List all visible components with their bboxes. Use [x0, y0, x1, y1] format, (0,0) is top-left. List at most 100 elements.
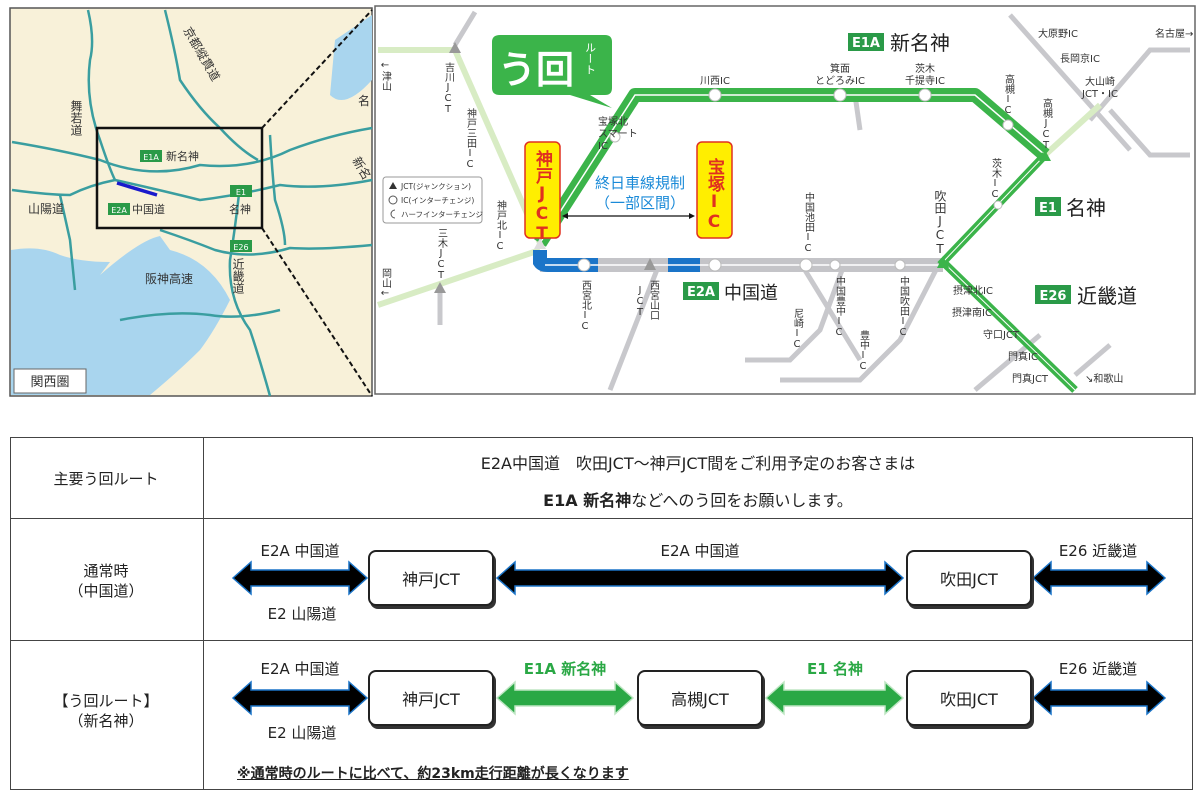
- route-name-e2a: 中国道: [724, 283, 778, 304]
- jct-box: 神戸JCT: [368, 550, 494, 606]
- detour-badge-main: う回: [498, 48, 574, 92]
- detour-badge-sub: ルート: [584, 42, 597, 75]
- highlight-label: 神戸JCT: [532, 149, 553, 244]
- place-label: 西宮山口: [648, 280, 660, 320]
- place-label: 大原野IC: [1038, 27, 1078, 40]
- place-label: とどろみIC: [815, 75, 865, 87]
- place-label: 神戸三田IC: [465, 107, 477, 170]
- route-name-e1a: 新名神: [890, 31, 950, 55]
- restriction-label: 終日車線規制: [595, 174, 685, 192]
- badge-label: 新名神: [166, 149, 199, 163]
- jct-box: 吹田JCT: [906, 550, 1032, 606]
- badge-label: 中国道: [132, 202, 165, 216]
- jct-box: 吹田JCT: [906, 670, 1032, 726]
- arrow-e2a-e2: [231, 560, 369, 596]
- place-label: 中国池田IC: [803, 191, 815, 254]
- interchange-icons: [577, 88, 1014, 272]
- road-label: E2A 中国道: [660, 542, 740, 560]
- road-label: E2A 中国道: [260, 542, 340, 560]
- highlight-label: 宝塚IC: [704, 157, 725, 232]
- header-label: 主要う回ルート: [53, 470, 159, 488]
- sea: [11, 236, 230, 395]
- place-label: 高槻IC: [1003, 73, 1015, 116]
- arrow-e1-meishin: [764, 680, 905, 716]
- lake: [330, 15, 372, 100]
- place-labels: ←津山 吉川JCT 神戸三田IC 宝塚北 スマート IC 神戸北IC 三木JCT…: [380, 27, 1194, 385]
- road-label: E26 近畿道: [1058, 542, 1138, 560]
- badge-e26: E26: [233, 243, 248, 252]
- road-label: 近畿道: [231, 258, 245, 294]
- route-code-e26: E26: [1040, 289, 1067, 304]
- arrow-e2a-e2: [231, 680, 369, 716]
- road-label: 山陽道: [28, 202, 64, 216]
- zoom-leader-line: [261, 9, 373, 129]
- legend-item: ハーフインターチェンジ: [401, 210, 484, 219]
- jct-icon: [389, 182, 397, 189]
- route-code-e2a: E2A: [687, 285, 715, 300]
- ic-icon: [388, 195, 398, 205]
- place-label: 茨木IC: [990, 157, 1002, 200]
- road-label: E26 近畿道: [1058, 660, 1138, 678]
- route-code-e1: E1: [1039, 201, 1057, 216]
- place-label: 摂津北IC: [953, 284, 993, 297]
- place-label: 三木JCT: [436, 228, 448, 281]
- arrow-e26: [1031, 680, 1167, 716]
- row-label-normal: 通常時: [83, 562, 129, 580]
- jct-box: 神戸JCT: [368, 670, 494, 726]
- badge-e1: E1: [236, 188, 246, 197]
- row-label-detour: 【う回ルート】: [53, 692, 159, 710]
- header-message-rest: などへのう回をお願いします。: [631, 491, 853, 510]
- place-label: 門真JCT: [1012, 372, 1049, 385]
- jct-icons: [434, 42, 1051, 293]
- place-label: 箕面: [830, 62, 850, 75]
- row-divider: [10, 518, 1193, 519]
- expressways: [11, 9, 373, 397]
- row-divider: [10, 640, 1193, 641]
- kansai-overview-map: 京都縦貫道 舞若道 山陽道 阪神高速 近畿道 名 新名 E1A 新名神 E2A …: [9, 7, 374, 397]
- route-code-e1a: E1A: [852, 36, 880, 51]
- route-name-e26: 近畿道: [1077, 284, 1137, 308]
- map-badges: E1A 新名神 E2A 中国道 E1 名神 E26: [108, 149, 252, 252]
- distance-note: ※通常時のルートに比べて、約23km走行距離が長くなります: [237, 766, 629, 782]
- route-name-e1: 名神: [1066, 196, 1106, 220]
- half-ic-icon: [390, 209, 396, 219]
- place-label: 岡山←: [380, 268, 392, 299]
- road-label: 舞若道: [69, 100, 83, 136]
- zoom-leader-line: [261, 227, 373, 397]
- place-label: スマート: [598, 129, 638, 140]
- place-label: 尼崎IC: [792, 308, 804, 350]
- place-label: 川西IC: [700, 76, 730, 87]
- header-message-line2: E1A 新名神などへのう回をお願いします。: [543, 487, 853, 511]
- legend-item: IC(インターチェンジ): [401, 196, 474, 205]
- place-label: 茨木: [915, 62, 935, 75]
- restricted-segment: [116, 181, 158, 197]
- detour-road-label: E1 名神: [807, 660, 863, 678]
- place-label: IC: [598, 141, 608, 152]
- place-label: 守口JCT: [983, 328, 1020, 341]
- place-label: ←津山: [380, 60, 392, 91]
- highlight-box-takarazuka-ic: [696, 141, 733, 239]
- zoom-area-box: [95, 126, 264, 230]
- region-label: 関西圏: [30, 375, 69, 390]
- place-label: 吹田JCT: [933, 190, 947, 256]
- place-label: 長岡京IC: [1060, 52, 1100, 65]
- detour-badge: う回 ルート: [492, 35, 612, 108]
- place-label: JCT: [635, 285, 646, 318]
- highlight-box-kobe-jct: [524, 141, 561, 239]
- row-label-detour-sub: （新名神）: [68, 712, 144, 730]
- place-label: 中国吹田IC: [898, 275, 910, 338]
- other-roads: [437, 10, 1190, 392]
- badge-label: 名神: [229, 202, 251, 216]
- place-label: 名古屋→: [1155, 27, 1193, 40]
- road-label: E2 山陽道: [267, 724, 337, 742]
- place-label: JCT・IC: [1081, 89, 1118, 100]
- road-label: 阪神高速: [145, 271, 193, 286]
- legend-item: JCT(ジャンクション): [400, 182, 471, 191]
- detour-route-diagram: E1A 新名神 E1 名神 E26 近畿道 E2A 中国道 う回 ルート 神戸J…: [374, 5, 1196, 395]
- jct-box: 高槻JCT: [637, 670, 763, 726]
- place-label: 西宮北IC: [580, 280, 592, 332]
- detour-route-table: [10, 437, 1193, 790]
- badge-e2a: E2A: [111, 206, 127, 215]
- arrow-e26: [1031, 560, 1167, 596]
